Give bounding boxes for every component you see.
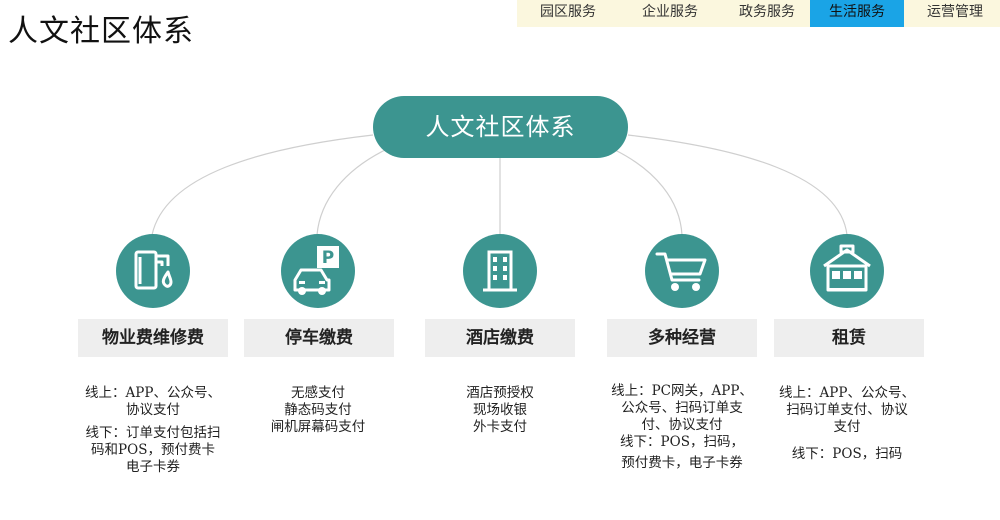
node-desc-business: 线上：PC网关，APP、 公众号、扫码订单支 付、协议支付 线下：POS，扫码，… [611,383,753,471]
node-circle-parking: P [281,234,355,308]
connector-line [151,134,374,236]
node-circle-hotel [463,234,537,308]
hub-node: 人文社区体系 [373,96,628,158]
node-circle-business [645,234,719,308]
parking-car-icon: P [293,246,339,295]
node-desc-hotel: 酒店预授权 现场收银 外卡支付 [466,385,534,435]
tab-life-service[interactable]: 生活服务 [810,0,904,27]
node-label-hotel: 酒店缴费 [425,319,575,357]
tab-enterprise-service[interactable]: 企业服务 [642,4,698,20]
node-desc-property-fee: 线上：APP、公众号、 协议支付 线下：订单支付包括扫 码和POS，预付费卡 电… [85,385,221,475]
connector-line [316,149,386,236]
connector-line [627,134,848,236]
node-desc-rental: 线上：APP、公众号、 扫码订单支付、协议 支付 线下：POS，扫码 [779,385,915,462]
tab-operation-management[interactable]: 运营管理 [927,4,983,20]
node-circle-property-fee [116,234,190,308]
house-icon [823,244,871,292]
node-label-parking: 停车缴费 [244,319,394,357]
node-label-business: 多种经营 [607,319,757,357]
node-label-rental: 租赁 [774,319,924,357]
node-label-property-fee: 物业费维修费 [78,319,228,357]
node-desc-parking: 无感支付 静态码支付 闸机屏幕码支付 [270,385,366,435]
svg-text:P: P [322,248,334,268]
tab-park-service[interactable]: 园区服务 [540,4,596,20]
tab-government-service[interactable]: 政务服务 [739,4,795,20]
shopping-cart-icon [655,252,707,291]
node-circle-rental [810,234,884,308]
top-nav: 园区服务 企业服务 政务服务 生活服务 运营管理 [517,0,1000,27]
faucet-icon [134,250,173,290]
connector-line [614,149,683,236]
page-title: 人文社区体系 [8,14,194,49]
building-icon [483,250,517,292]
